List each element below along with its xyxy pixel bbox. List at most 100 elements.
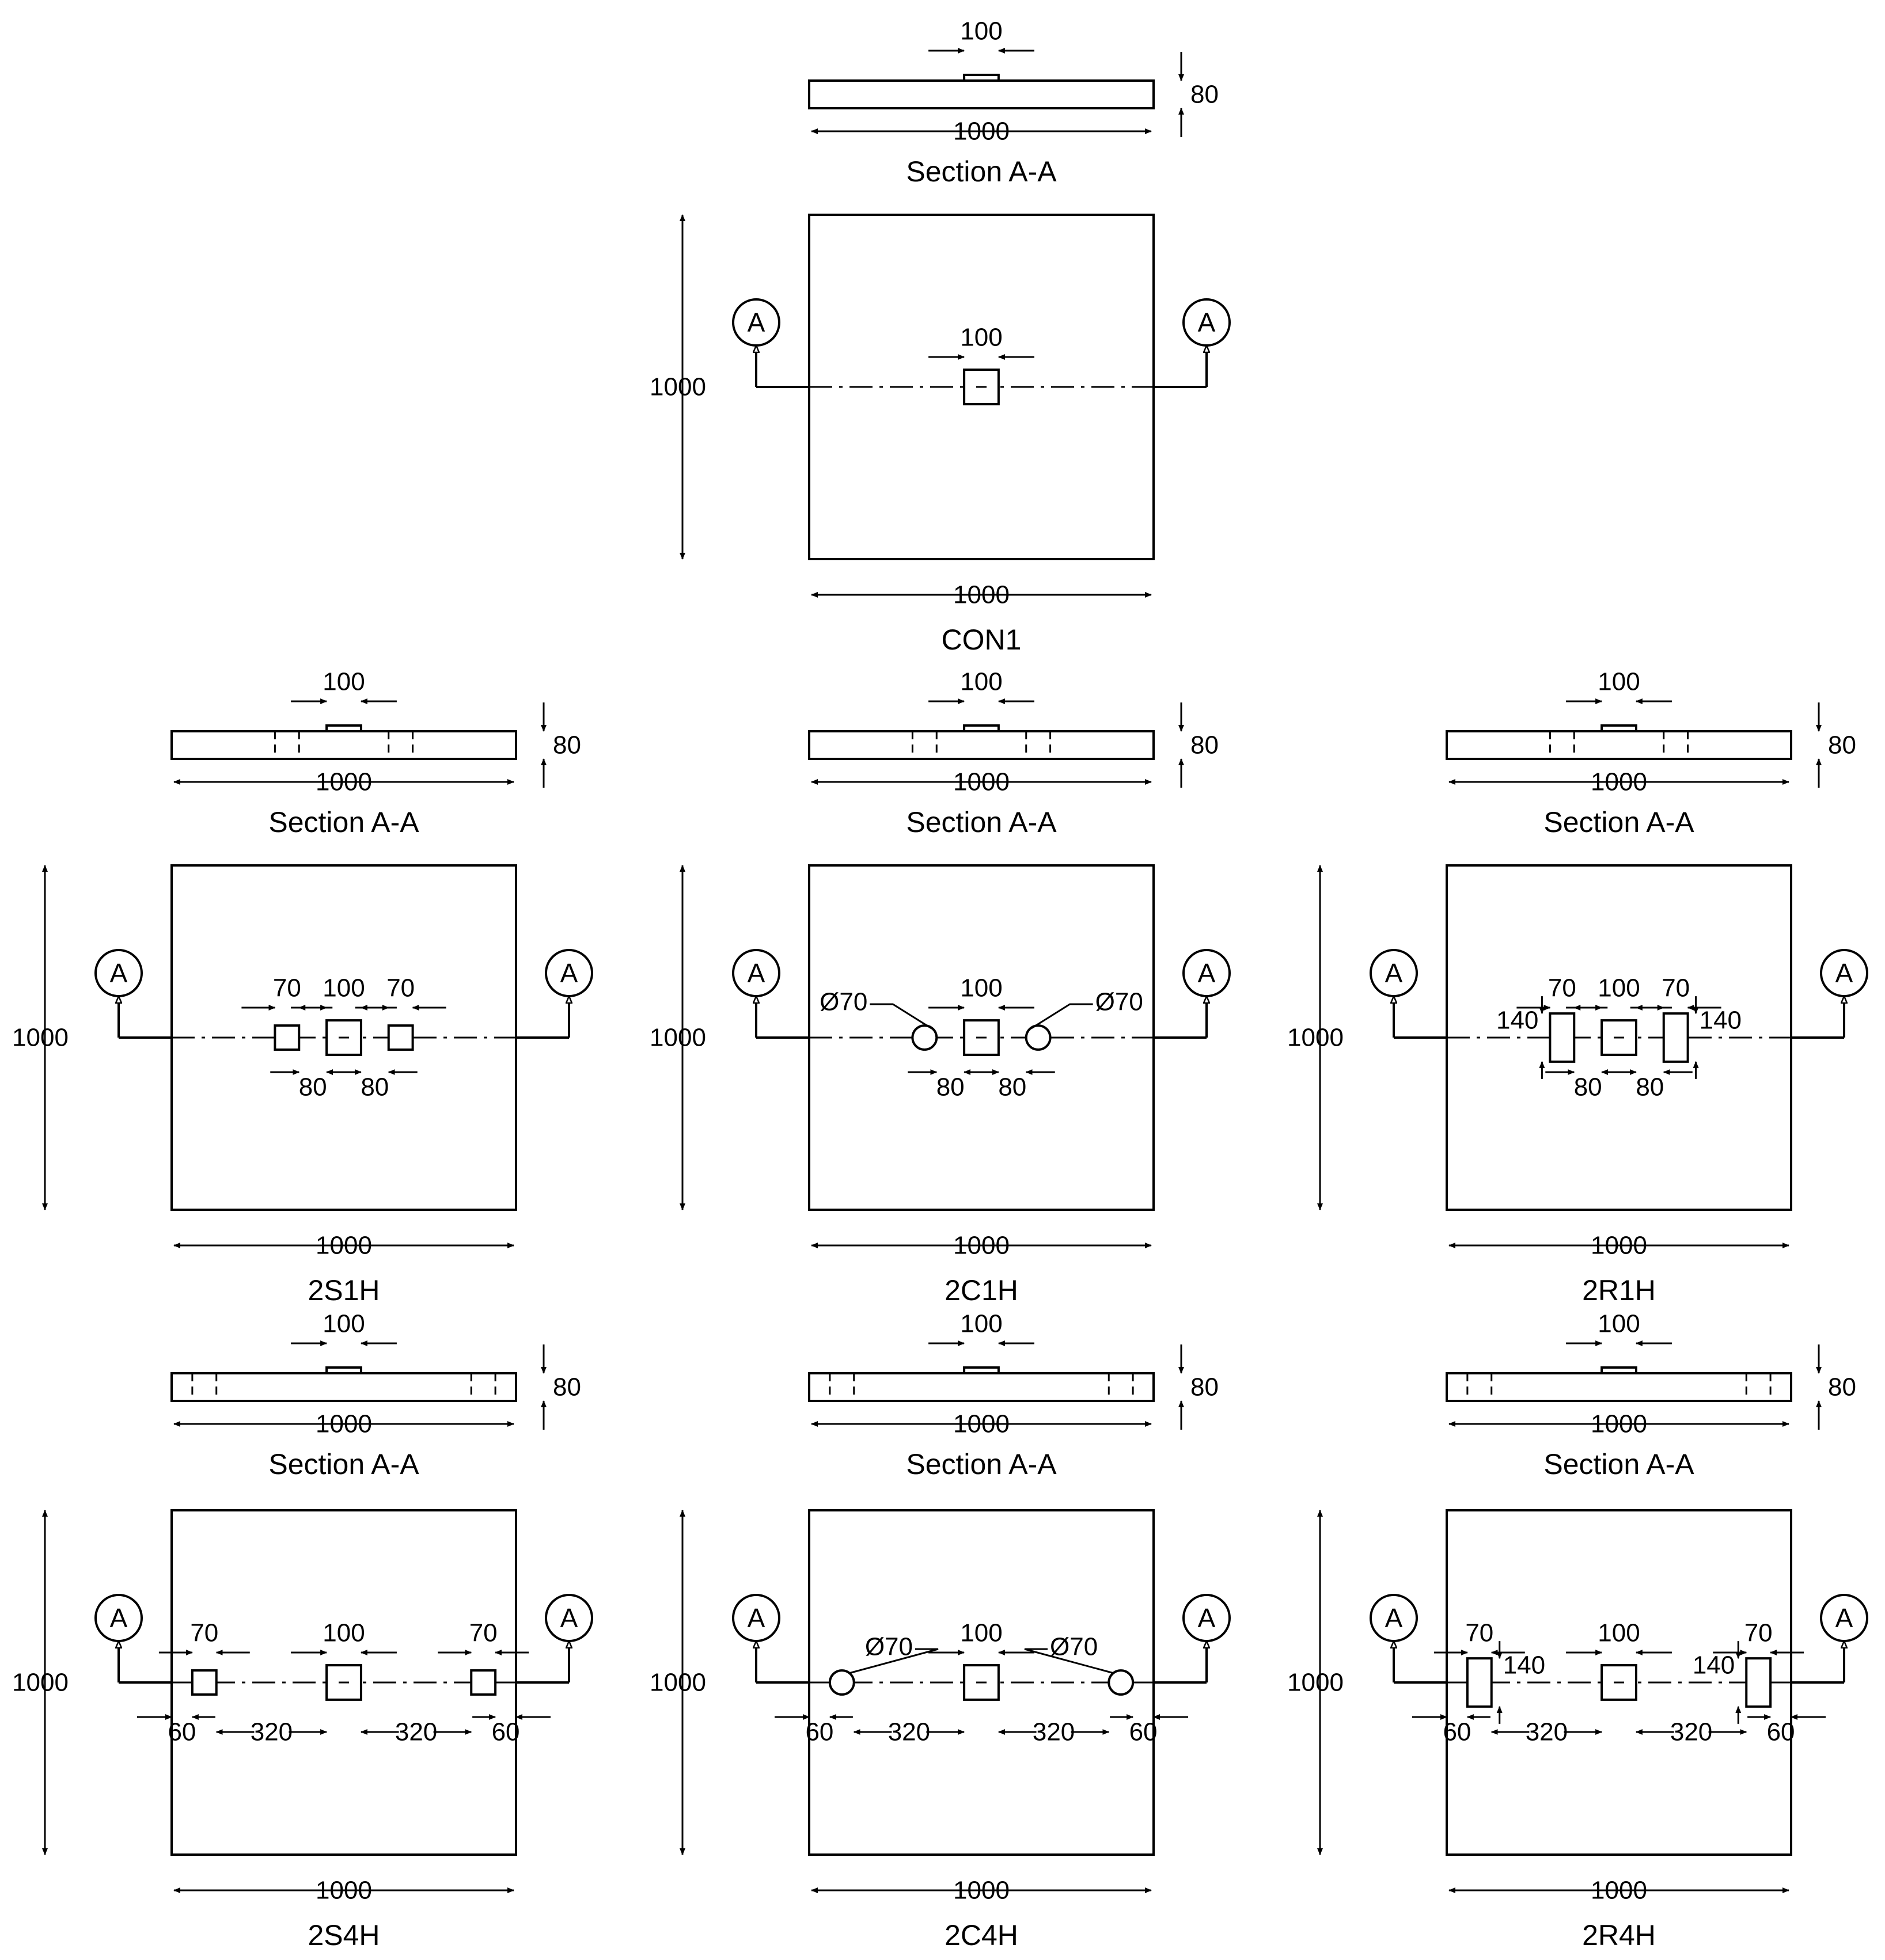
gap-label: 80 bbox=[1574, 1073, 1602, 1101]
section-width-label: 1000 bbox=[316, 768, 372, 796]
hole-size-label: 70 bbox=[386, 974, 415, 1002]
specimen-label: 2R1H bbox=[1582, 1274, 1656, 1306]
section-slab-outline bbox=[170, 730, 517, 760]
section-width-label: 1000 bbox=[1591, 1410, 1647, 1438]
specimen-label: 2C1H bbox=[945, 1274, 1018, 1306]
diameter-leader bbox=[1030, 1003, 1093, 1030]
edge-label: 60 bbox=[805, 1718, 833, 1746]
section-marker-letter: A bbox=[1198, 958, 1216, 988]
edge-label: 60 bbox=[1767, 1718, 1795, 1746]
section-caption: Section A-A bbox=[906, 155, 1057, 188]
section-slab-outline bbox=[808, 1372, 1155, 1402]
section-marker-circle bbox=[1182, 1594, 1231, 1642]
section-column-label: 100 bbox=[323, 668, 365, 696]
gap-label: 80 bbox=[936, 1073, 965, 1101]
section-marker-letter: A bbox=[748, 307, 765, 337]
section-width-label: 1000 bbox=[316, 1410, 372, 1438]
section-marker-letter: A bbox=[110, 1603, 128, 1633]
section-width-label: 1000 bbox=[953, 1410, 1010, 1438]
section-marker-letter: A bbox=[748, 958, 765, 988]
hole-circle bbox=[1025, 1024, 1052, 1051]
section-thickness-label: 80 bbox=[1828, 1373, 1856, 1401]
gap-label: 320 bbox=[395, 1718, 437, 1746]
section-thickness-label: 80 bbox=[553, 731, 581, 759]
section-slab-outline bbox=[1446, 1372, 1792, 1402]
section-column-label: 100 bbox=[960, 17, 1002, 45]
section-column-stub bbox=[963, 74, 1000, 82]
section-width-label: 1000 bbox=[1591, 768, 1647, 796]
section-caption: Section A-A bbox=[1543, 1448, 1694, 1480]
section-marker-letter: A bbox=[1385, 958, 1403, 988]
section-marker-letter: A bbox=[560, 1603, 578, 1633]
section-column-label: 100 bbox=[1598, 668, 1640, 696]
hole-size-label: 70 bbox=[1465, 1619, 1493, 1647]
section-column-stub bbox=[325, 724, 362, 732]
section-marker-circle bbox=[732, 1594, 780, 1642]
section-column-label: 100 bbox=[1598, 1310, 1640, 1338]
section-column-stub bbox=[963, 724, 1000, 732]
section-slab-outline bbox=[1446, 730, 1792, 760]
hole-length-label: 140 bbox=[1503, 1651, 1545, 1680]
hole-rect bbox=[1662, 1012, 1689, 1063]
section-width-label: 1000 bbox=[953, 768, 1010, 796]
hole-square bbox=[470, 1669, 497, 1696]
hole-circle bbox=[911, 1024, 938, 1051]
hole-size-label: 70 bbox=[1744, 1619, 1773, 1647]
hole-size-label: 70 bbox=[1548, 974, 1576, 1002]
plan-width-label: 1000 bbox=[316, 1877, 372, 1905]
section-slab-outline bbox=[808, 730, 1155, 760]
section-marker-circle bbox=[732, 949, 780, 997]
plan-column-label: 100 bbox=[960, 974, 1002, 1002]
section-column-stub bbox=[963, 1366, 1000, 1374]
hole-rect bbox=[1745, 1657, 1772, 1708]
section-marker-letter: A bbox=[1198, 1603, 1216, 1633]
section-caption: Section A-A bbox=[906, 806, 1057, 838]
gap-label: 320 bbox=[1526, 1718, 1568, 1746]
edge-label: 60 bbox=[1129, 1718, 1158, 1746]
section-marker-circle bbox=[732, 298, 780, 347]
diameter-leader bbox=[848, 1648, 939, 1674]
gap-label: 320 bbox=[1033, 1718, 1075, 1746]
specimen-label: 2S4H bbox=[308, 1919, 380, 1951]
gap-label: 80 bbox=[299, 1073, 327, 1101]
section-column-stub bbox=[325, 1366, 362, 1374]
section-caption: Section A-A bbox=[268, 1448, 419, 1480]
plan-column-label: 100 bbox=[1598, 1619, 1640, 1647]
plan-column-label: 100 bbox=[1598, 974, 1640, 1002]
gap-label: 320 bbox=[251, 1718, 293, 1746]
hole-size-label: 70 bbox=[469, 1619, 498, 1647]
section-slab-outline bbox=[808, 79, 1155, 109]
gap-label: 80 bbox=[1636, 1073, 1664, 1101]
hole-rect bbox=[1549, 1012, 1576, 1063]
hole-length-label: 140 bbox=[1700, 1006, 1742, 1035]
section-column-stub bbox=[1600, 1366, 1637, 1374]
diameter-leader bbox=[870, 1003, 932, 1030]
section-marker-letter: A bbox=[748, 1603, 765, 1633]
section-marker-letter: A bbox=[110, 958, 128, 988]
section-thickness-label: 80 bbox=[1190, 731, 1219, 759]
section-marker-circle bbox=[1820, 1594, 1868, 1642]
section-marker-circle bbox=[1182, 949, 1231, 997]
gap-label: 80 bbox=[998, 1073, 1026, 1101]
gap-label: 80 bbox=[361, 1073, 389, 1101]
hole-length-label: 140 bbox=[1693, 1651, 1735, 1680]
column bbox=[1600, 1019, 1637, 1056]
edge-label: 60 bbox=[168, 1718, 196, 1746]
gap-label: 320 bbox=[888, 1718, 930, 1746]
section-marker-circle bbox=[545, 1594, 593, 1642]
specimen-label: 2S1H bbox=[308, 1274, 380, 1306]
diameter-label: Ø70 bbox=[1050, 1633, 1098, 1661]
plan-column-label: 100 bbox=[323, 1619, 365, 1647]
